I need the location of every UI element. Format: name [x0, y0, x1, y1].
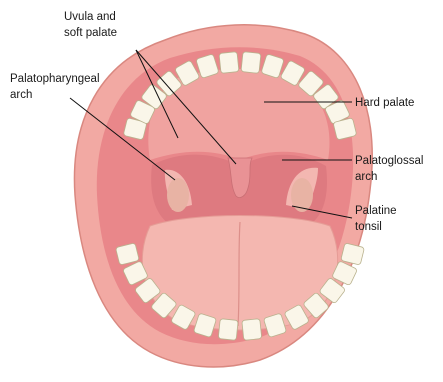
label-uvula-line1: Uvula and [64, 11, 116, 23]
palatine-tonsil-left [167, 178, 189, 212]
upper-tooth [219, 52, 239, 74]
label-palatopharyngeal-line2: arch [10, 89, 32, 101]
label-palatoglossal-line2: arch [355, 171, 377, 183]
label-palatoglossal-line1: Palatoglossal [355, 155, 423, 167]
lower-tooth [218, 319, 238, 341]
label-palatine-line1: Palatine [355, 205, 397, 217]
label-hard-palate: Hard palate [355, 97, 414, 109]
label-palatopharyngeal-line1: Palatopharyngeal [10, 73, 100, 85]
label-palatine-line2: tonsil [355, 221, 382, 233]
upper-tooth [241, 52, 261, 74]
label-uvula-line2: soft palate [64, 27, 117, 39]
lower-tooth [242, 319, 262, 341]
